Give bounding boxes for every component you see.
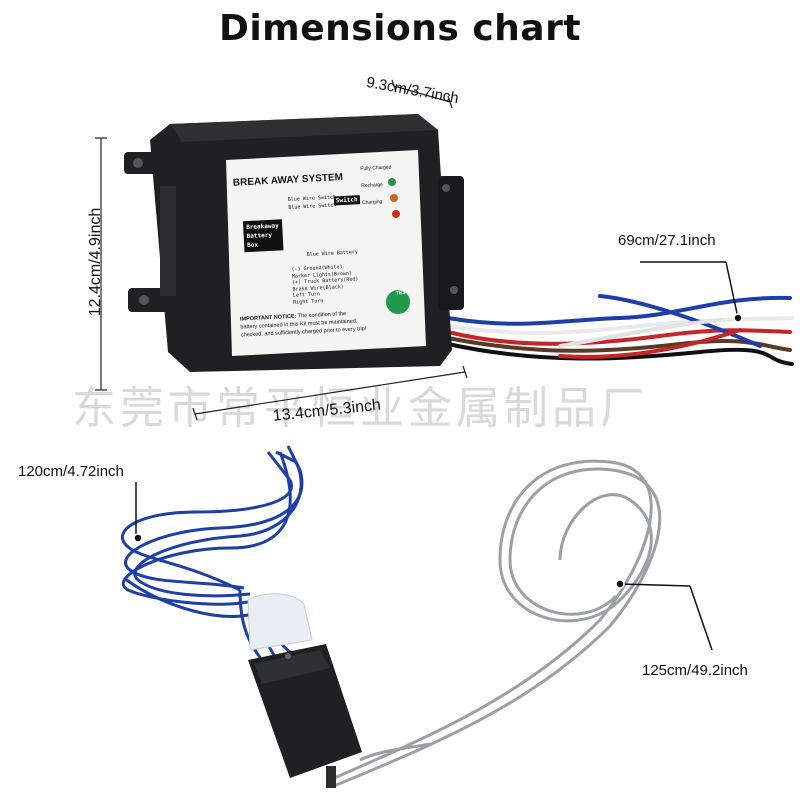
output-wire-leader xyxy=(725,261,739,319)
breakaway-switch xyxy=(247,593,362,788)
watermark: 东莞市常平恒业金属制品厂 xyxy=(72,383,648,434)
box-label-text: BREAK AWAY SYSTEM Fully Charged Recharge… xyxy=(228,156,434,356)
switch-row-1: Blue Wire Switch xyxy=(287,194,337,203)
battery-box-line: Box xyxy=(247,241,259,250)
output-wire-harness xyxy=(446,294,794,366)
cable-leader xyxy=(619,583,691,587)
battery-box-block: Breakaway Battery Box xyxy=(242,219,283,253)
status-recharge: Recharge xyxy=(361,181,384,190)
width-dimension-line xyxy=(194,371,466,415)
test-button-label: TEST xyxy=(395,289,409,297)
cable-label: 125cm/49.2inch xyxy=(642,662,748,679)
test-button xyxy=(386,290,410,314)
depth-dimension-line xyxy=(393,85,451,103)
switch-box: Switch xyxy=(333,195,360,206)
breakaway-battery-box xyxy=(124,114,464,372)
status-charging: Charging xyxy=(361,198,383,207)
switch-row-2: Blue Wire Switch xyxy=(288,202,337,211)
status-fully-charged: Fully Charged xyxy=(360,164,392,173)
box-label-heading: BREAK AWAY SYSTEM xyxy=(232,172,344,189)
leader-dot xyxy=(733,313,743,323)
blue-wire-label: 120cm/4.72inch xyxy=(18,463,124,480)
height-label: 12.4cm/4.9inch xyxy=(87,207,104,317)
output-wire-label: 69cm/27.1inch xyxy=(618,232,716,249)
steel-cable xyxy=(329,459,662,788)
box-label-panel xyxy=(226,150,426,356)
blue-wire-battery-text: Blue Wire Battery xyxy=(306,249,359,258)
dimension-lines xyxy=(95,79,468,421)
page-title: Dimensions chart xyxy=(218,8,582,49)
